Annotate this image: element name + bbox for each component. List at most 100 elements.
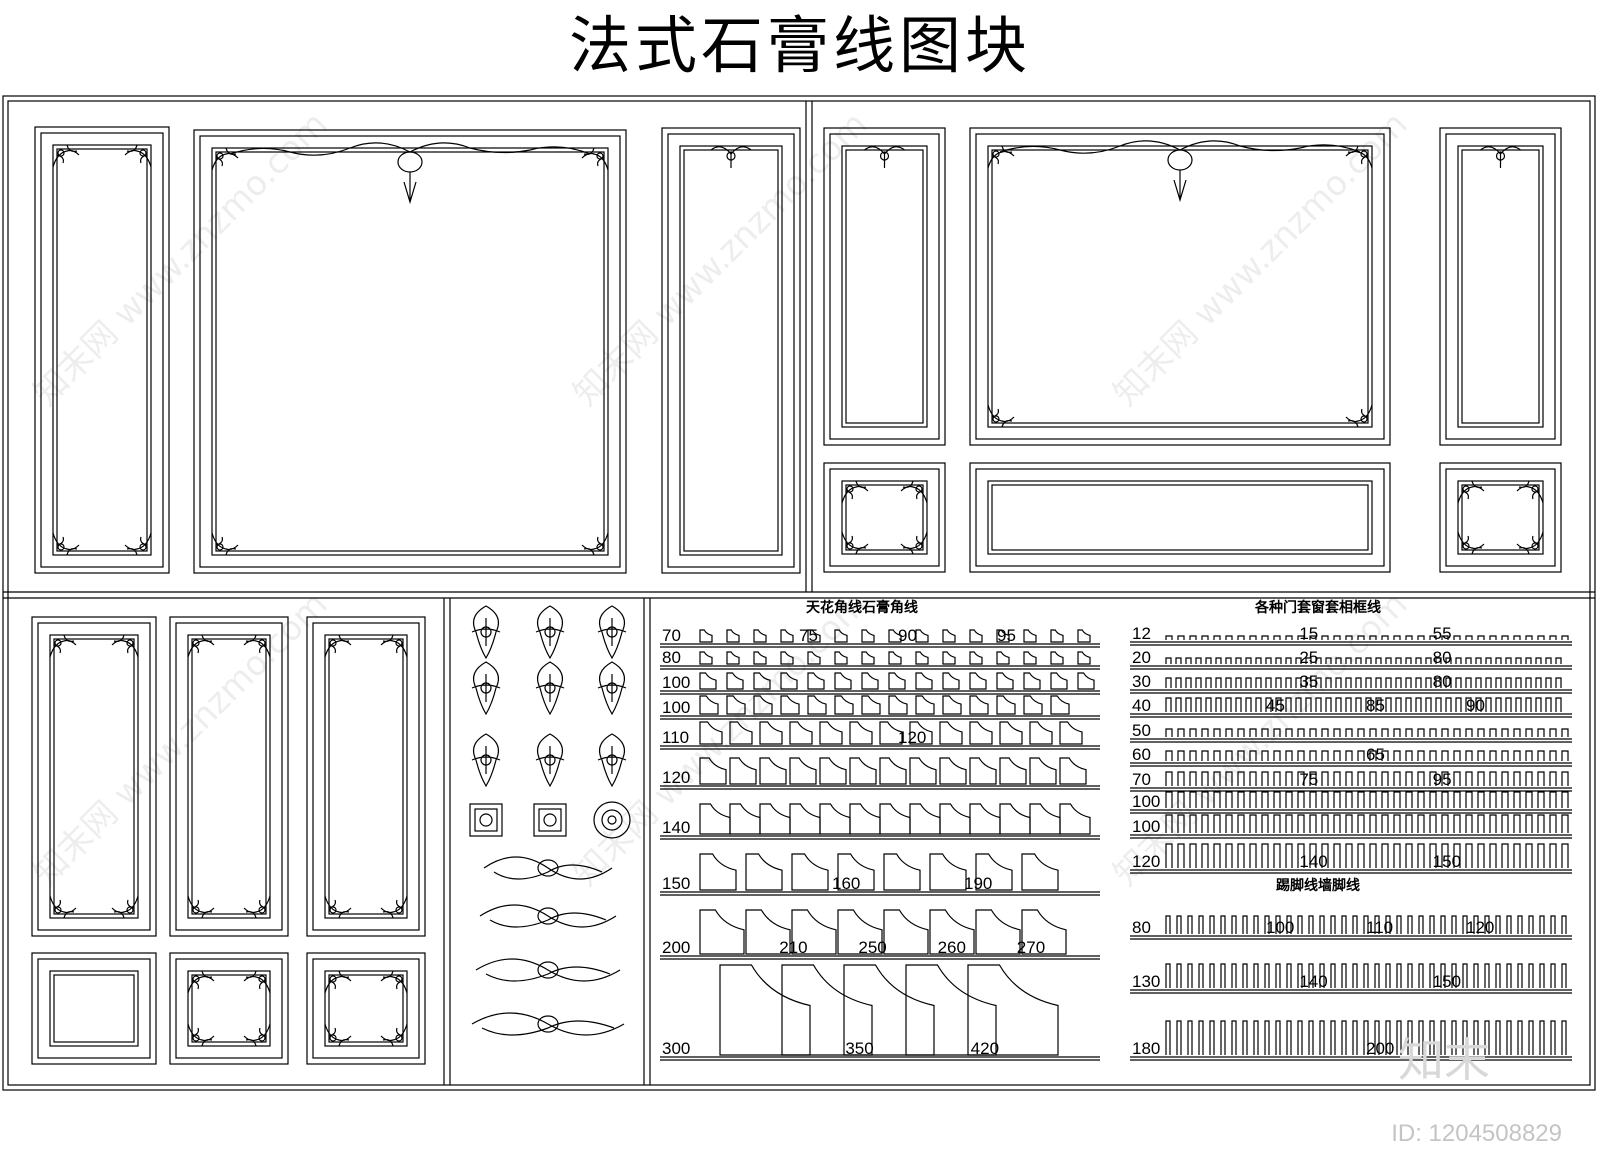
frame-profile: [1345, 728, 1353, 737]
frame-profile: [1549, 843, 1557, 868]
size-label: 100: [1132, 792, 1160, 811]
frame-profile: [1297, 635, 1305, 640]
frame-profile: [1525, 657, 1532, 664]
frame-profile: [1475, 697, 1482, 712]
frame-profile: [1297, 728, 1305, 737]
plaster-ornament: [535, 661, 565, 716]
cornice-profile: [879, 721, 903, 745]
frame-profile: [1261, 791, 1269, 808]
skirting-profile: [1451, 1020, 1457, 1055]
frame-profile: [1537, 791, 1545, 808]
skirting-profile: [1220, 915, 1226, 934]
cornice-profile: [729, 803, 761, 835]
wall-panel: [34, 126, 170, 574]
skirting-profile: [1506, 1020, 1512, 1055]
frame-profile: [1177, 635, 1185, 640]
cornice-profile: [759, 721, 783, 745]
frame-profile: [1225, 677, 1232, 688]
size-label: 80: [1132, 918, 1151, 937]
frame-profile: [1381, 814, 1389, 833]
frame-profile: [1417, 635, 1425, 640]
frame-profile: [1225, 728, 1233, 737]
frame-profile: [1369, 791, 1377, 808]
skirting-profile: [1385, 963, 1391, 988]
frame-profile: [1185, 697, 1192, 712]
frame-profile: [1297, 814, 1305, 833]
size-label: 200: [662, 938, 690, 957]
frame-profile: [1195, 677, 1202, 688]
cornice-profile: [837, 909, 883, 955]
skirting-profile: [1176, 963, 1182, 988]
plaster-ornament: [471, 733, 501, 788]
frame-profile: [1365, 657, 1372, 664]
wall-panel: [31, 952, 157, 1065]
cornice-profile: [999, 721, 1023, 745]
frame-profile: [1405, 728, 1413, 737]
size-label: 120: [662, 768, 690, 787]
skirting-profile: [1341, 915, 1347, 934]
skirting-profile: [1385, 1020, 1391, 1055]
wall-panel: [823, 462, 946, 573]
frame-profile: [1549, 814, 1557, 833]
skirting-profile: [1473, 1020, 1479, 1055]
plaster-ornament: [471, 605, 501, 660]
frame-profile: [1453, 750, 1461, 761]
frame-profile: [1345, 677, 1352, 688]
frame-profile: [1285, 677, 1292, 688]
frame-profile: [1513, 843, 1521, 868]
frame-profile: [1395, 697, 1402, 712]
skirting-profile: [1297, 1020, 1303, 1055]
frame-profile: [1225, 635, 1233, 640]
frame-profile: [1495, 697, 1502, 712]
skirting-profile: [1165, 963, 1171, 988]
frame-profile: [1513, 728, 1521, 737]
frame-profile: [1201, 635, 1209, 640]
frame-profile: [1415, 657, 1422, 664]
cornice-profile: [888, 629, 902, 643]
frame-profile: [1429, 635, 1437, 640]
cornice-profile: [807, 651, 821, 665]
size-label: 80: [662, 648, 681, 667]
skirting-profile: [1297, 963, 1303, 988]
cornice-profile: [745, 909, 791, 955]
frame-profile: [1515, 657, 1522, 664]
frame-profile: [1537, 814, 1545, 833]
frame-profile: [1225, 657, 1232, 664]
cornice-profile: [929, 853, 967, 891]
frame-profile: [1369, 728, 1377, 737]
frame-profile: [1525, 750, 1533, 761]
cornice-profile: [1050, 651, 1064, 665]
size-label: 200: [1366, 1039, 1394, 1058]
skirting-profile: [1451, 915, 1457, 934]
size-label: 140: [662, 818, 690, 837]
frame-profile: [1501, 750, 1509, 761]
frame-profile: [1477, 814, 1485, 833]
frame-profile: [1465, 677, 1472, 688]
cornice-profile: [1077, 629, 1091, 643]
frame-profile: [1213, 728, 1221, 737]
skirting-profile: [1187, 1020, 1193, 1055]
frame-profile: [1357, 750, 1365, 761]
frame-profile: [1249, 728, 1257, 737]
frame-profile: [1453, 728, 1461, 737]
size-label: 95: [997, 626, 1016, 645]
size-label: 12: [1132, 624, 1151, 643]
cornice-profile: [967, 964, 1059, 1056]
frame-profile: [1405, 814, 1413, 833]
skirting-section-heading: 踢脚线墙脚线: [1276, 877, 1360, 894]
wall-panel: [661, 127, 801, 574]
skirting-profile: [1341, 963, 1347, 988]
frame-profile: [1495, 677, 1502, 688]
frame-profile: [1273, 635, 1281, 640]
frame-profile: [1549, 771, 1557, 786]
frame-profile: [1275, 697, 1282, 712]
frame-profile: [1261, 843, 1269, 868]
frame-profile: [1405, 771, 1413, 786]
frame-profile: [1189, 635, 1197, 640]
frame-profile: [1309, 814, 1317, 833]
skirting-profile: [1352, 915, 1358, 934]
cornice-profile: [1021, 853, 1059, 891]
frame-profile: [1381, 750, 1389, 761]
skirting-profile: [1308, 963, 1314, 988]
cornice-profile: [819, 803, 851, 835]
